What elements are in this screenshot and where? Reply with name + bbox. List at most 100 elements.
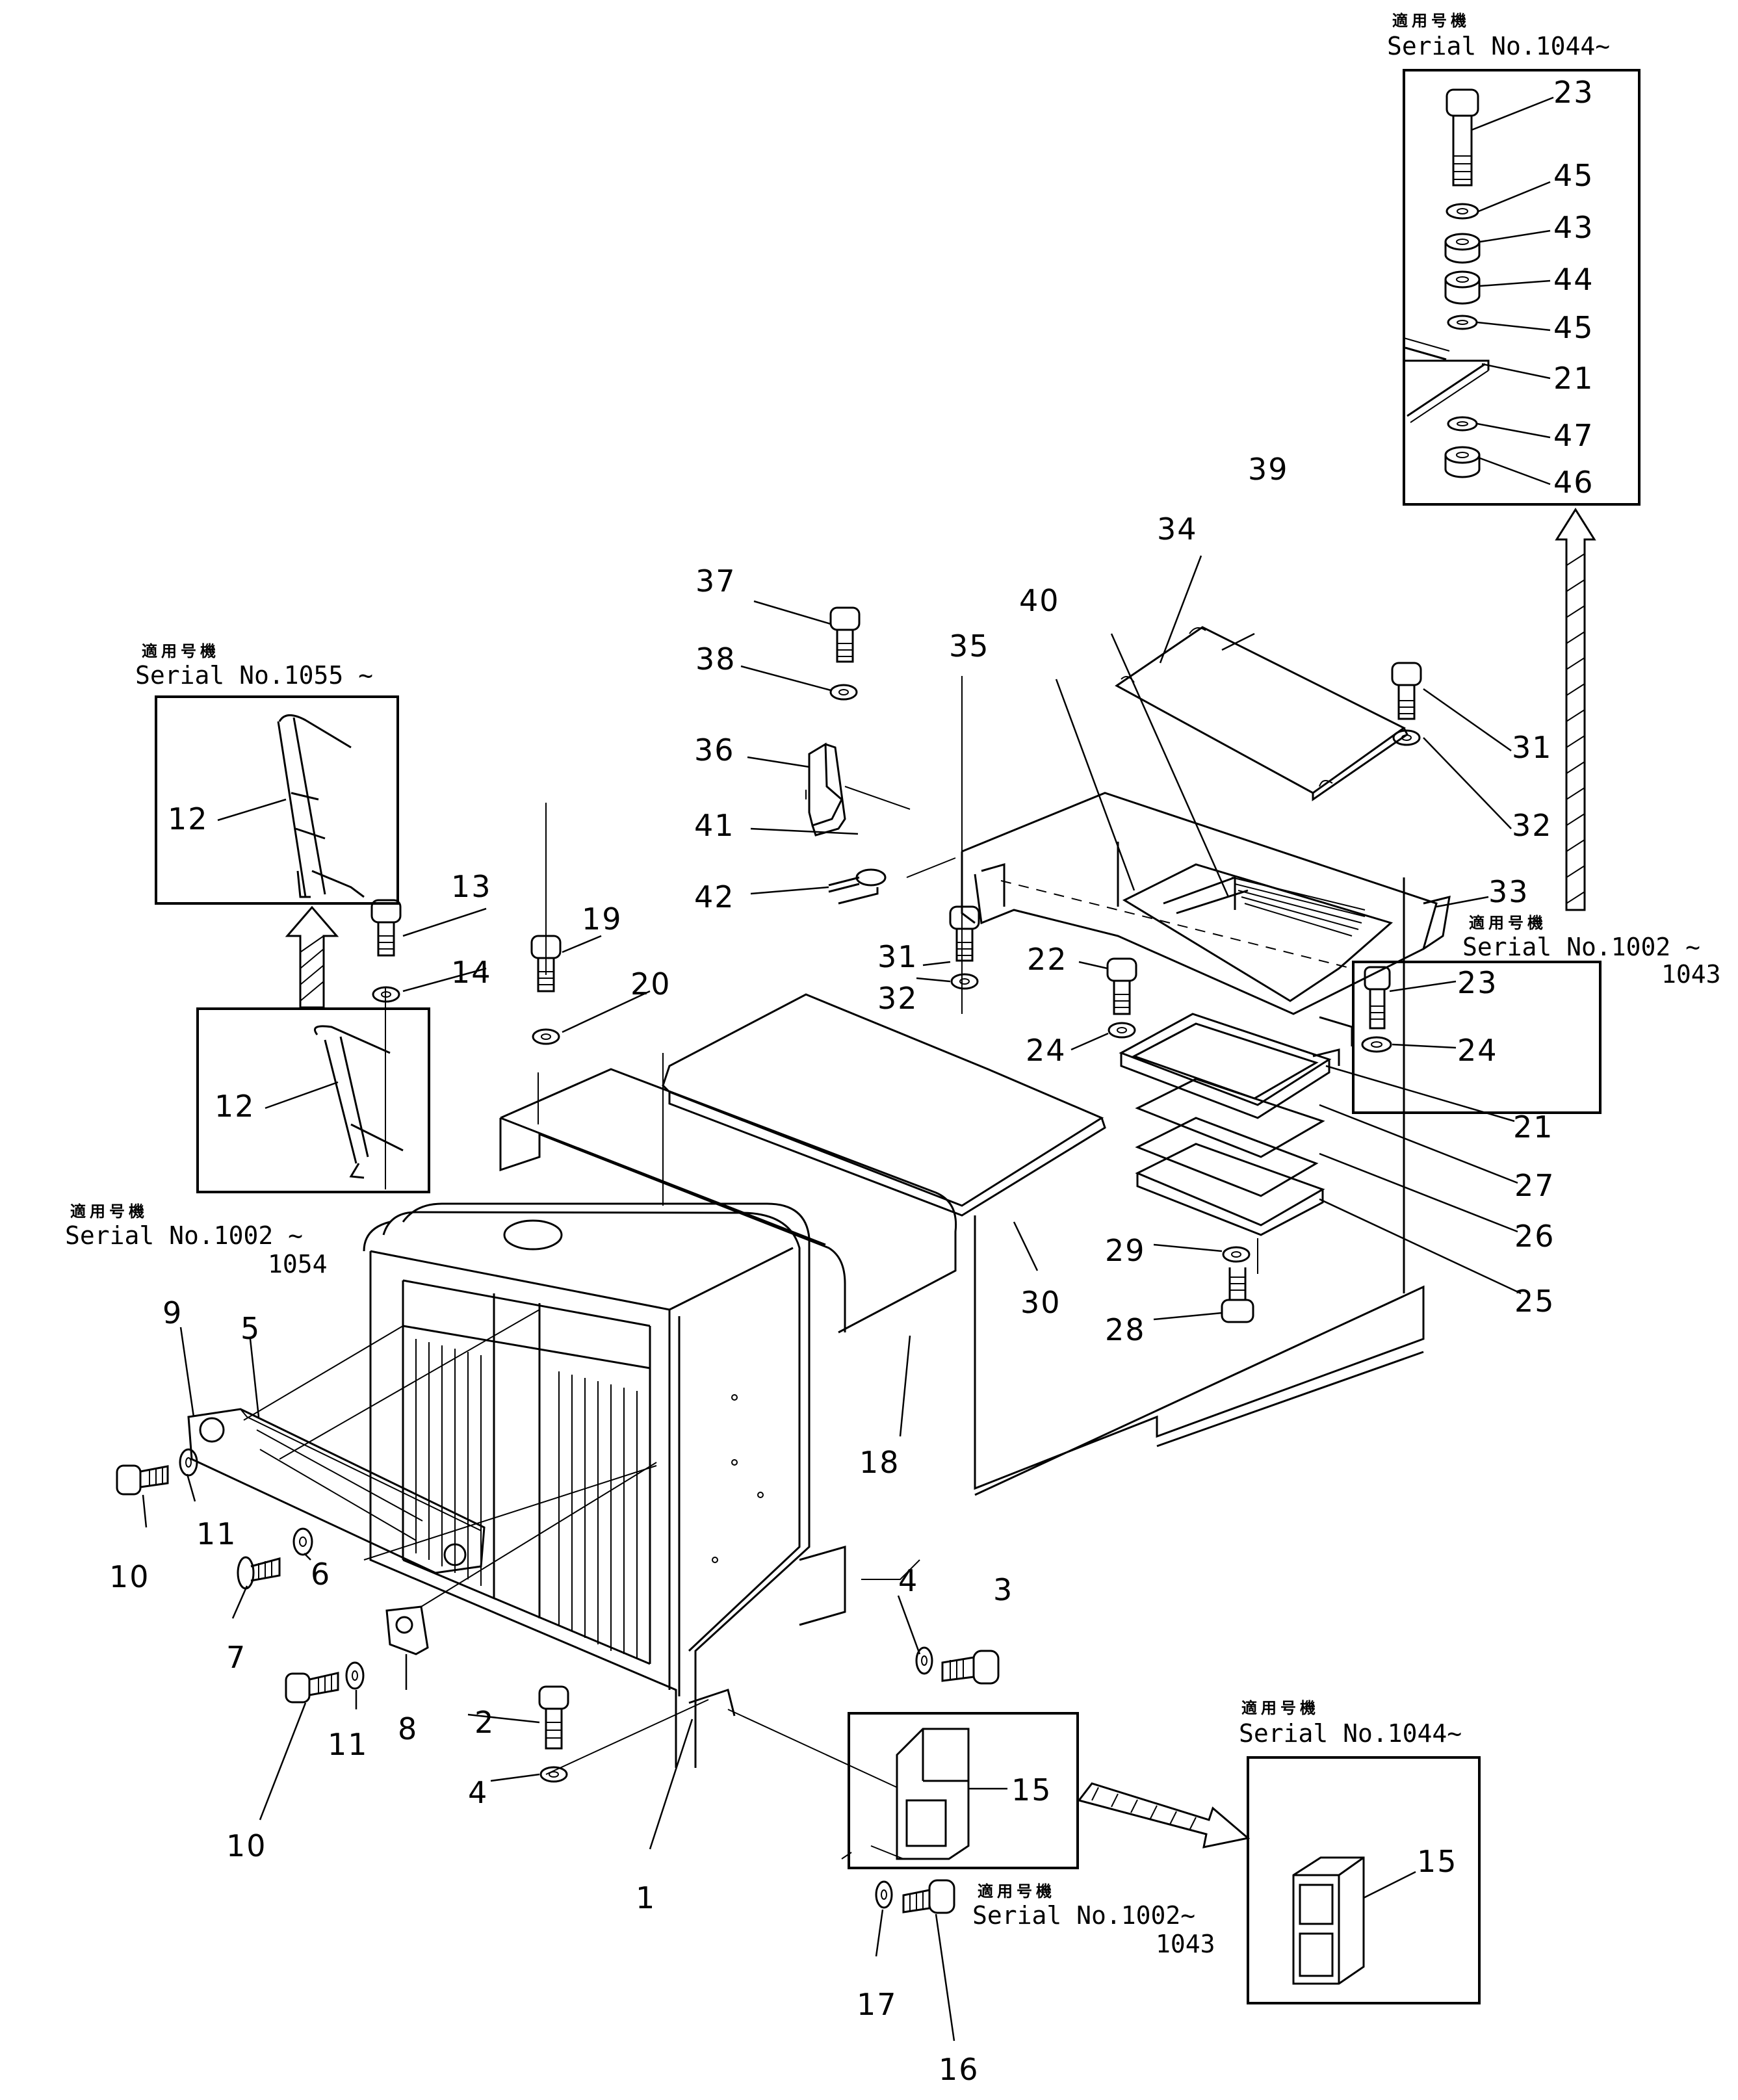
serial-text-bottom-right: 適用号機 Serial No.1044~: [1239, 1699, 1462, 1748]
applicable-unit-label: 適用号機: [1241, 1699, 1319, 1717]
callout-25: 25: [1514, 1284, 1555, 1319]
serial-text-left-upper: 適用号機 Serial No.1055 ~: [135, 642, 373, 690]
callout-9: 9: [162, 1295, 183, 1330]
serial-end-label: 1054: [268, 1250, 328, 1278]
callout-46: 46: [1553, 465, 1594, 500]
detail-box-left-upper: [155, 695, 399, 905]
callout-6: 6: [311, 1557, 331, 1592]
serial-label: Serial No.1002 ~: [1462, 933, 1700, 961]
applicable-unit-label: 適用号機: [978, 1882, 1056, 1900]
callout-5: 5: [240, 1311, 261, 1346]
callout-15: 15: [1011, 1772, 1052, 1808]
callout-47: 47: [1553, 418, 1594, 453]
callout-13: 13: [451, 869, 492, 904]
callout-21: 21: [1553, 361, 1594, 396]
callout-22: 22: [1027, 942, 1068, 977]
callout-28: 28: [1105, 1312, 1146, 1347]
cover-39: [1115, 626, 1408, 801]
serial-text-right-middle: 適用号機 Serial No.1002 ~ 1043: [1462, 914, 1721, 989]
callout-1: 1: [636, 1880, 656, 1915]
callout-33: 33: [1488, 874, 1529, 909]
fasteners: [116, 606, 1422, 1914]
callout-2: 2: [474, 1705, 495, 1740]
callout-44: 44: [1553, 262, 1594, 297]
latch-36: [808, 742, 911, 836]
nameplate-9: [187, 1408, 486, 1574]
callout-4: 4: [468, 1775, 488, 1810]
callout-24: 24: [1026, 1033, 1067, 1068]
serial-label: Serial No.1044~: [1239, 1719, 1462, 1748]
callout-10: 10: [109, 1559, 150, 1594]
callout-3: 3: [993, 1572, 1013, 1607]
applicable-unit-label: 適用号機: [70, 1202, 148, 1221]
callout-35: 35: [949, 629, 990, 664]
top-cover-18: [499, 1068, 957, 1334]
callout-45: 45: [1553, 158, 1594, 193]
serial-text-left-lower: 適用号機 Serial No.1002 ~ 1054: [65, 1202, 328, 1278]
callout-11: 11: [196, 1516, 237, 1551]
callout-8: 8: [398, 1711, 418, 1746]
callout-16: 16: [939, 2052, 979, 2087]
callout-27: 27: [1514, 1168, 1555, 1203]
callout-15: 15: [1417, 1844, 1458, 1879]
callout-34: 34: [1157, 512, 1198, 547]
callout-14: 14: [451, 955, 492, 990]
callout-31: 31: [877, 939, 918, 974]
arrow-up-left: [285, 905, 339, 1009]
net-filter-stack: [1119, 1013, 1340, 1236]
callout-7: 7: [226, 1640, 246, 1675]
callout-36: 36: [694, 732, 735, 768]
callout-20: 20: [630, 966, 671, 1002]
callout-leaders: [142, 555, 1522, 2042]
detail-box-bottom-middle: [848, 1712, 1079, 1869]
callout-26: 26: [1514, 1219, 1555, 1254]
callout-19: 19: [582, 901, 623, 937]
applicable-unit-label: 適用号機: [1469, 914, 1547, 932]
radiator-guard-body: [363, 1202, 846, 1768]
serial-label: Serial No.1055 ~: [135, 661, 373, 690]
linkage-40: [1163, 875, 1249, 914]
pin-41-42: [828, 868, 887, 905]
explode-lines: [243, 676, 1258, 1860]
callout-10: 10: [226, 1828, 267, 1863]
callout-41: 41: [694, 808, 735, 843]
callout-43: 43: [1553, 210, 1594, 245]
callout-32: 32: [1512, 808, 1553, 843]
callout-38: 38: [695, 642, 736, 677]
callout-17: 17: [857, 1987, 898, 2022]
callout-39: 39: [1248, 452, 1289, 487]
serial-text-bottom-middle: 適用号機 Serial No.1002~ 1043: [972, 1882, 1215, 1958]
callout-24: 24: [1457, 1033, 1498, 1068]
bracket-8: [385, 1462, 657, 1655]
detail-box-top-right: [1403, 69, 1641, 506]
callout-21: 21: [1513, 1109, 1554, 1145]
callout-12: 12: [168, 801, 209, 836]
applicable-unit-label: 適用号機: [1392, 12, 1470, 30]
serial-label: Serial No.1002~: [972, 1901, 1195, 1930]
serial-label: Serial No.1002 ~: [65, 1221, 303, 1250]
callout-32: 32: [877, 981, 918, 1016]
callout-4: 4: [898, 1563, 918, 1598]
callout-numbers: 23 45 43 44 45 21 47 46 39 34 40 35 37 3…: [109, 75, 1594, 2087]
callout-11: 11: [328, 1727, 369, 1762]
detail-box-bottom-right: [1247, 1756, 1481, 2004]
serial-text-top-right: 適用号機 Serial No.1044~: [1387, 12, 1610, 60]
arrow-up-right: [1555, 508, 1596, 911]
callout-23: 23: [1553, 75, 1594, 110]
callout-40: 40: [1019, 583, 1060, 618]
applicable-unit-label: 適用号機: [142, 642, 220, 660]
detail-box-right-middle: [1319, 961, 1602, 1114]
detail-box-left-lower: [196, 1007, 430, 1193]
callout-29: 29: [1105, 1233, 1146, 1268]
callout-45: 45: [1553, 310, 1594, 345]
callout-12: 12: [214, 1089, 255, 1124]
callout-42: 42: [694, 879, 735, 914]
serial-end-label: 1043: [1156, 1930, 1215, 1958]
callout-31: 31: [1512, 730, 1553, 765]
arrow-right-bottom: [1077, 1782, 1251, 1848]
callout-37: 37: [695, 564, 736, 599]
serial-label: Serial No.1044~: [1387, 32, 1610, 60]
callout-18: 18: [859, 1445, 900, 1480]
